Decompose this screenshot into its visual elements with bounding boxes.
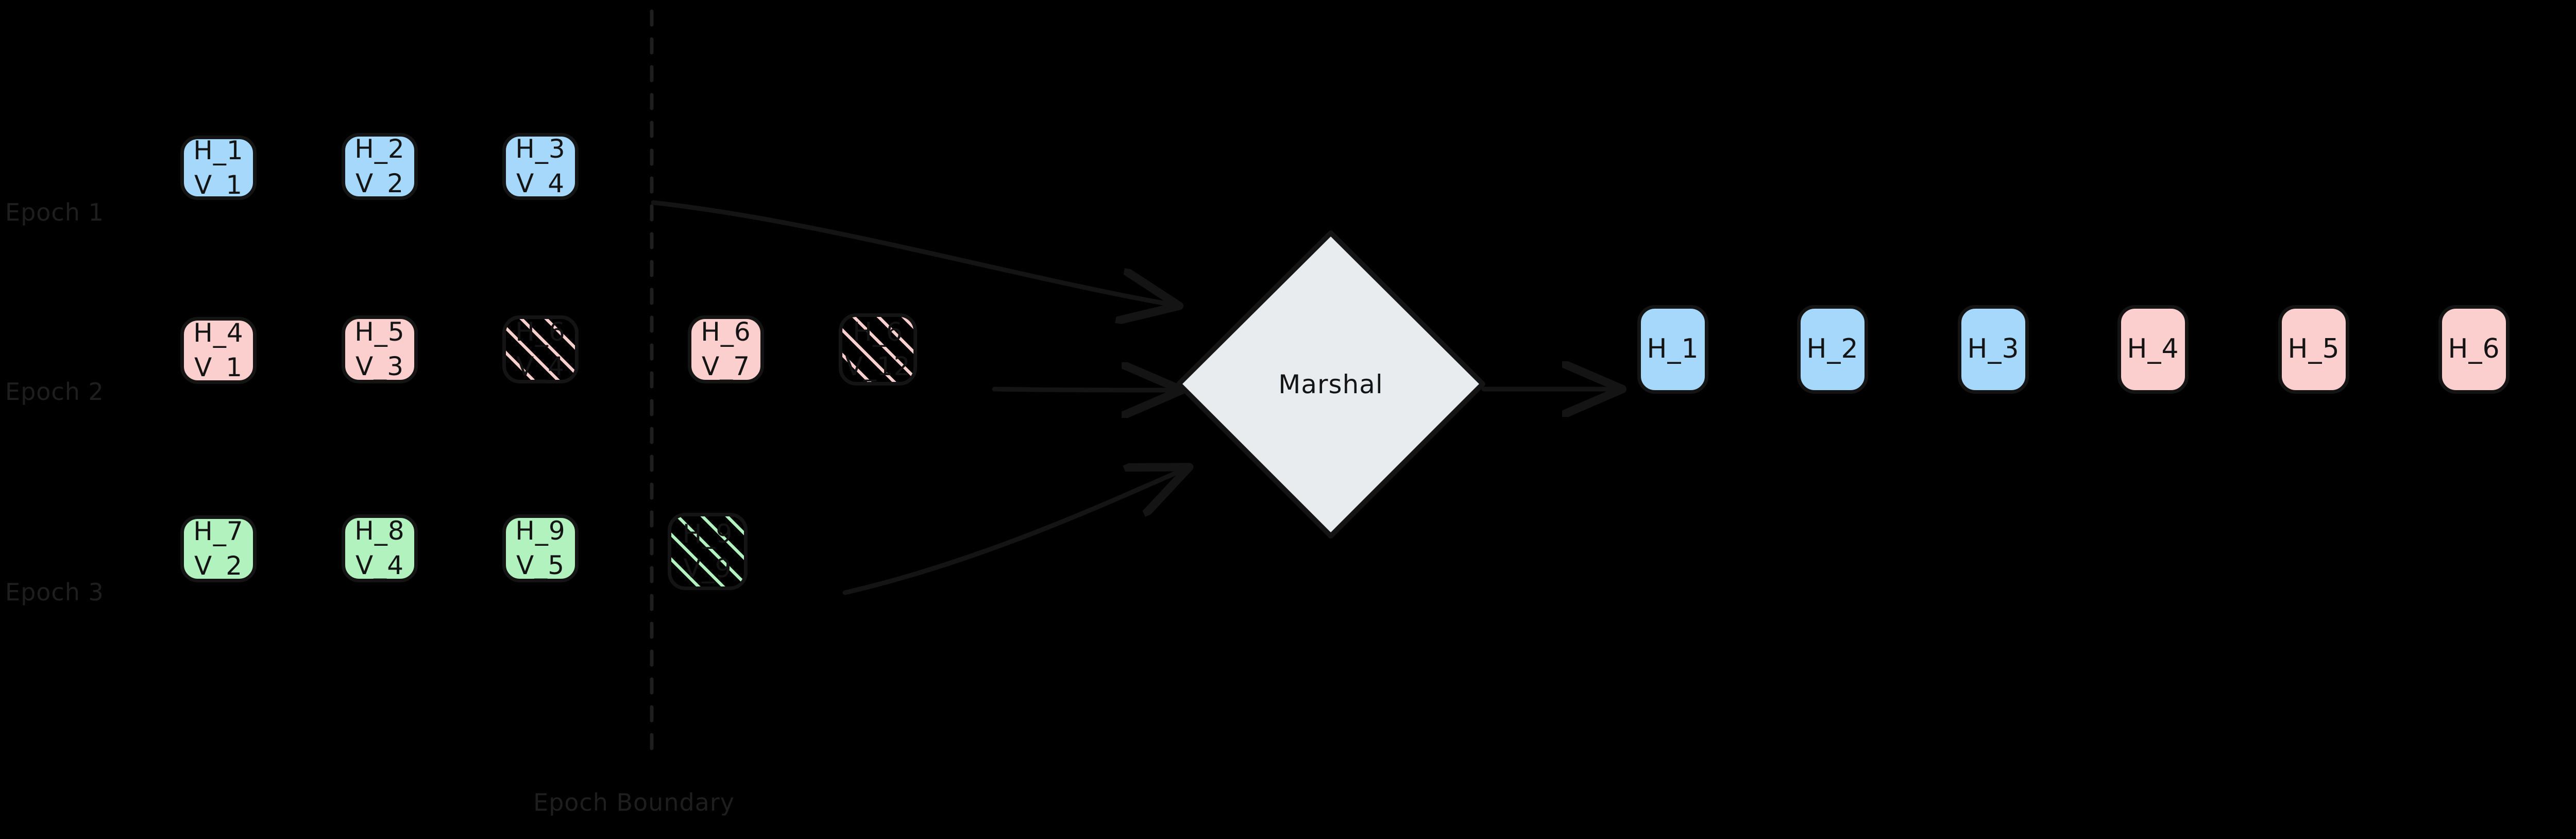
- node-v-label: V_1: [194, 353, 243, 382]
- marshal-node[interactable]: Marshal: [1179, 233, 1483, 536]
- node-v-label: V_5: [516, 550, 565, 580]
- node-h-label: H_2: [1806, 333, 1859, 365]
- output-node-3[interactable]: H_3: [1958, 305, 2029, 394]
- node-v-label: V_4: [355, 550, 404, 580]
- output-node-5[interactable]: H_5: [2278, 305, 2349, 394]
- node-h-label: H_5: [354, 317, 405, 347]
- node-h-label: H_1: [193, 135, 244, 165]
- epoch3-node-1[interactable]: H_7 V_2: [180, 515, 257, 582]
- epoch2-node-2[interactable]: H_5 V_3: [342, 315, 418, 383]
- node-h-label: H_6: [2448, 333, 2500, 365]
- node-v-label: V_7: [701, 351, 750, 381]
- node-v-label: V_3: [355, 351, 404, 381]
- epoch2-node-5-discarded[interactable]: H_6 V_12: [839, 313, 917, 385]
- epoch-row-label-2: Epoch 2: [5, 378, 104, 406]
- epoch1-node-3[interactable]: H_3 V_4: [502, 133, 579, 200]
- epoch2-node-3-discarded[interactable]: H_6 V_4: [502, 315, 579, 383]
- edge-epoch1-to-marshal: [651, 200, 1175, 305]
- node-v-label: V_4: [516, 169, 565, 198]
- node-h-label: H_9: [515, 516, 566, 546]
- node-h-label: H_6: [701, 317, 751, 347]
- output-node-2[interactable]: H_2: [1797, 305, 1868, 394]
- epoch-row-label-3: Epoch 3: [5, 578, 104, 606]
- output-node-1[interactable]: H_1: [1637, 305, 1708, 394]
- node-h-label: H_4: [193, 318, 244, 348]
- node-h-label: H_3: [515, 134, 566, 164]
- edge-epoch2-to-marshal: [992, 389, 1177, 390]
- node-h-label: H_5: [2287, 333, 2340, 365]
- epoch3-node-3[interactable]: H_9 V_5: [502, 514, 579, 582]
- edge-epoch3-to-marshal: [842, 469, 1185, 595]
- node-v-label: V_2: [355, 169, 404, 198]
- epoch2-node-1[interactable]: H_4 V_1: [180, 317, 257, 384]
- node-h-label: H_9: [682, 519, 733, 549]
- node-h-label: H_8: [354, 516, 405, 546]
- node-v-label: V_9: [683, 553, 732, 583]
- node-v-label: V_12: [845, 351, 911, 381]
- epoch1-node-2[interactable]: H_2 V_2: [342, 133, 418, 200]
- marshal-label: Marshal: [1278, 370, 1383, 399]
- output-node-6[interactable]: H_6: [2438, 305, 2510, 394]
- node-h-label: H_6: [515, 317, 566, 347]
- epoch1-node-1[interactable]: H_1 V_1: [180, 136, 257, 200]
- node-h-label: H_4: [2127, 333, 2179, 365]
- node-h-label: H_3: [1967, 333, 2020, 365]
- epoch-boundary-label: Epoch Boundary: [533, 788, 735, 816]
- output-node-4[interactable]: H_4: [2117, 305, 2189, 394]
- node-v-label: V_2: [194, 551, 243, 581]
- node-h-label: H_1: [1647, 333, 1699, 365]
- epoch3-node-2[interactable]: H_8 V_4: [342, 514, 418, 582]
- epoch2-node-4[interactable]: H_6 V_7: [688, 315, 764, 383]
- node-h-label: H_7: [193, 516, 244, 546]
- node-v-label: V_1: [194, 170, 243, 200]
- node-h-label: H_6: [853, 317, 903, 347]
- epoch3-node-4-discarded[interactable]: H_9 V_9: [668, 513, 748, 590]
- epoch-row-label-1: Epoch 1: [5, 198, 104, 226]
- node-v-label: V_4: [516, 351, 565, 381]
- node-h-label: H_2: [354, 134, 405, 164]
